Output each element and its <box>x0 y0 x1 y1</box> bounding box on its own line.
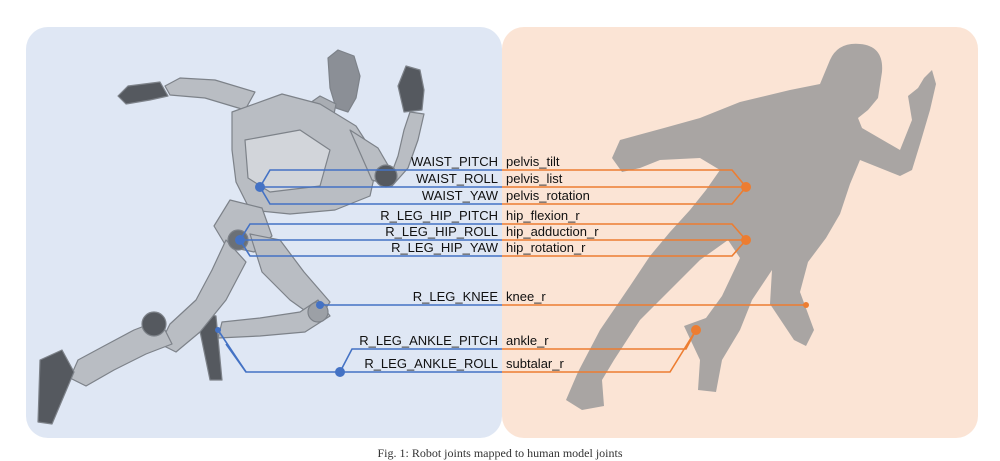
human-joint-label: subtalar_r <box>506 356 564 371</box>
human-runner-silhouette <box>566 43 936 411</box>
knee-joint-marker <box>316 301 324 309</box>
robot-joint-labels: WAIST_PITCH WAIST_ROLL WAIST_YAW R_LEG_H… <box>359 154 498 371</box>
robot-joint-label: R_LEG_ANKLE_PITCH <box>359 333 498 348</box>
hip-human-joint-marker <box>741 235 751 245</box>
human-joint-label: ankle_r <box>506 333 549 348</box>
ankle-human-joint-marker <box>691 325 701 335</box>
ankle-connector-line <box>225 343 247 373</box>
robot-joint-label: R_LEG_HIP_ROLL <box>385 224 498 239</box>
human-joint-label: pelvis_rotation <box>506 188 590 203</box>
pelvis-joint-marker <box>741 182 751 192</box>
human-joint-label: knee_r <box>506 289 546 304</box>
human-joint-label: hip_adduction_r <box>506 224 599 239</box>
ankle-joint-marker <box>335 367 345 377</box>
human-joint-labels: pelvis_tilt pelvis_list pelvis_rotation … <box>506 154 599 371</box>
human-joint-label: pelvis_list <box>506 171 563 186</box>
human-joint-label: hip_flexion_r <box>506 208 580 223</box>
waist-joint-marker <box>255 182 265 192</box>
robot-joint-label: R_LEG_HIP_PITCH <box>380 208 498 223</box>
ankle-robot-point <box>215 327 221 333</box>
hip-joint-marker <box>235 235 245 245</box>
robot-joint-label: WAIST_ROLL <box>416 171 498 186</box>
humanoid-robot-illustration <box>37 49 425 425</box>
robot-joint-label: R_LEG_HIP_YAW <box>391 240 499 255</box>
robot-joint-label: WAIST_YAW <box>422 188 499 203</box>
human-joint-label: hip_rotation_r <box>506 240 586 255</box>
knee-human-joint-marker <box>803 302 809 308</box>
robot-joint-label: WAIST_PITCH <box>411 154 498 169</box>
joint-markers <box>215 182 809 377</box>
robot-joint-label: R_LEG_ANKLE_ROLL <box>364 356 498 371</box>
figure-caption: Fig. 1: Robot joints mapped to human mod… <box>377 446 623 460</box>
robot-joint-label: R_LEG_KNEE <box>413 289 499 304</box>
human-joint-label: pelvis_tilt <box>506 154 560 169</box>
human-connector-lines <box>502 169 806 373</box>
